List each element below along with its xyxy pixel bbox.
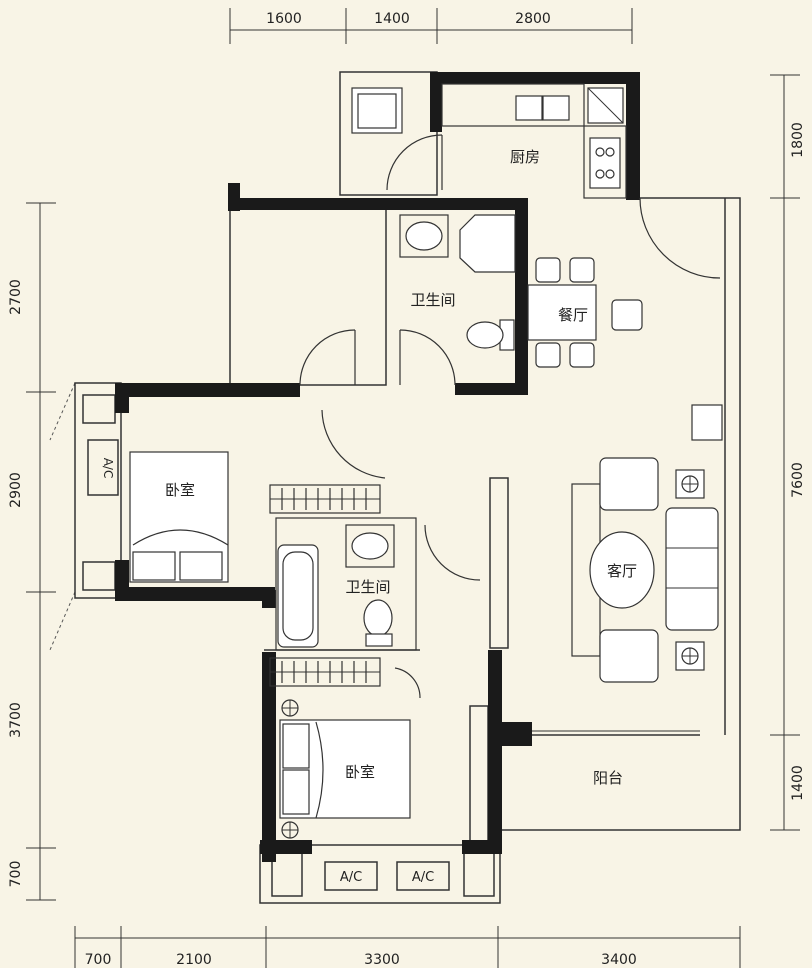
- ac-label-bottom-2: A/C: [412, 870, 434, 885]
- room-labels: 厨房 卫生间 餐厅 卧室 卫生间 客厅 卧室 阳台: [165, 148, 637, 787]
- ac-labels: A/C A/C A/C: [101, 458, 434, 885]
- label-bedroom-lower: 卧室: [345, 763, 375, 781]
- thin-outlines: [74, 71, 741, 904]
- kitchen-fixtures: [351, 83, 627, 199]
- label-dining: 餐厅: [558, 306, 588, 324]
- walls: [115, 72, 640, 862]
- bath-upper-fixtures: [399, 214, 516, 351]
- dim-top-3: 2800: [515, 11, 551, 27]
- wardrobe-lower: [269, 657, 381, 687]
- label-living: 客厅: [607, 562, 637, 580]
- living-fixtures: [571, 404, 723, 683]
- ac-label-bottom-1: A/C: [340, 870, 362, 885]
- ac-label-left: A/C: [101, 458, 115, 479]
- dim-top-2: 1400: [374, 11, 410, 27]
- label-bath-upper: 卫生间: [410, 291, 455, 309]
- dimension-bottom: 700 2100 3300 3400: [74, 926, 741, 968]
- dim-left-3: 3700: [8, 702, 24, 738]
- dim-bottom-1: 700: [85, 952, 112, 968]
- dimension-top: 1600 1400 2800: [229, 8, 633, 44]
- dim-top-1: 1600: [266, 11, 302, 27]
- dim-left-2: 2900: [8, 472, 24, 508]
- door-swings: [299, 134, 721, 699]
- bath-lower-fixtures: [275, 517, 417, 651]
- dim-left-1: 2700: [8, 279, 24, 315]
- dimension-right: 1800 7600 1400: [770, 74, 806, 831]
- label-balcony: 阳台: [593, 769, 623, 787]
- dim-bottom-4: 3400: [601, 952, 637, 968]
- dim-right-3: 1400: [790, 765, 806, 801]
- dim-bottom-3: 3300: [364, 952, 400, 968]
- bedroom-upper-fixtures: [129, 451, 229, 583]
- label-kitchen: 厨房: [510, 148, 540, 166]
- dim-right-2: 7600: [790, 462, 806, 498]
- label-bedroom-upper: 卧室: [165, 481, 195, 499]
- dim-right-1: 1800: [790, 122, 806, 158]
- dining-fixtures: [527, 257, 643, 368]
- wardrobe-upper: [269, 484, 381, 514]
- bedroom-lower-fixtures: [279, 699, 411, 839]
- label-bath-lower: 卫生间: [345, 578, 390, 596]
- dimension-left: 2700 2900 3700 700: [8, 202, 76, 901]
- dim-bottom-2: 2100: [176, 952, 212, 968]
- dim-left-4: 700: [8, 861, 24, 888]
